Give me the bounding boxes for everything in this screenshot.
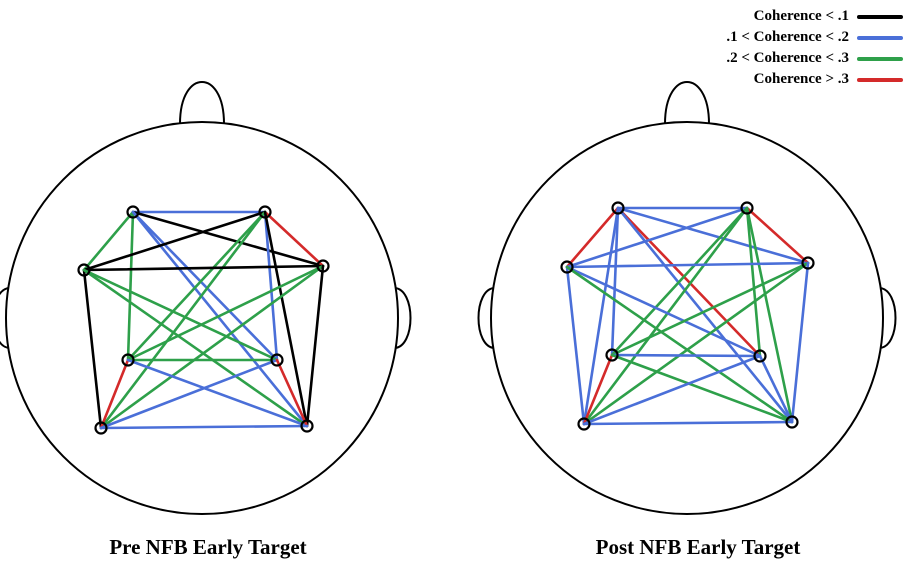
coherence-line: [610, 353, 762, 358]
nose-shape: [179, 80, 225, 125]
coherence-line: [745, 206, 762, 358]
coherence-line: [131, 210, 325, 268]
coherence-line: [131, 210, 279, 362]
electrode-node: [560, 260, 574, 274]
electrode-node: [753, 349, 767, 363]
coherence-line: [565, 206, 620, 269]
coherence-line: [790, 261, 810, 424]
coherence-line: [582, 420, 794, 426]
electrode-node: [270, 353, 284, 367]
electrode-node: [740, 201, 754, 215]
legend-swatch: [857, 14, 903, 19]
coherence-line: [99, 424, 309, 430]
coherence-line: [610, 206, 749, 357]
head-pre: [0, 80, 412, 515]
coherence-line: [126, 210, 267, 362]
legend: Coherence < .1 .1 < Coherence < .2 .2 < …: [726, 6, 903, 90]
coherence-line: [126, 264, 325, 362]
electrode-node: [316, 259, 330, 273]
coherence-line: [582, 354, 762, 426]
electrode-node: [577, 417, 591, 431]
electrode-node: [785, 415, 799, 429]
legend-item-blue: .1 < Coherence < .2: [726, 27, 903, 48]
legend-swatch: [857, 35, 903, 40]
coherence-line: [582, 206, 749, 426]
legend-label: Coherence < .1: [753, 8, 849, 24]
coherence-line: [82, 268, 103, 430]
coherence-line: [99, 358, 130, 430]
coherence-line: [616, 206, 762, 358]
coherence-line: [126, 210, 135, 362]
electrode-node: [801, 256, 815, 270]
legend-swatch: [857, 77, 903, 82]
electrode-node: [611, 201, 625, 215]
legend-label: .2 < Coherence < .3: [726, 50, 849, 66]
coherence-line: [616, 206, 794, 424]
coherence-line: [565, 206, 749, 269]
coherence-line: [131, 210, 309, 428]
coherence-line: [745, 206, 810, 265]
coherence-line: [610, 353, 794, 424]
coherence-line: [565, 265, 794, 424]
coherence-line: [263, 210, 309, 428]
legend-item-black: Coherence < .1: [754, 6, 903, 27]
coherence-line: [616, 206, 810, 265]
coherence-line: [758, 354, 794, 424]
head-post: [477, 80, 897, 515]
coherence-line: [82, 210, 135, 272]
legend-label: Coherence > .3: [753, 71, 849, 87]
coherence-line: [82, 264, 325, 272]
coherence-line: [275, 358, 309, 428]
electrode-node: [77, 263, 91, 277]
electrode-node: [94, 421, 108, 435]
coherence-line: [610, 261, 810, 357]
legend-item-red: Coherence > .3: [754, 69, 903, 90]
legend-swatch: [857, 56, 903, 61]
coherence-line: [565, 265, 586, 426]
coherence-line: [263, 210, 325, 268]
coherence-line: [82, 268, 309, 428]
head-outline: [5, 121, 399, 515]
coherence-line: [610, 206, 620, 357]
legend-item-green: .2 < Coherence < .3: [726, 48, 903, 69]
coherence-line: [99, 210, 267, 430]
electrode-node: [121, 353, 135, 367]
coherence-line: [99, 358, 279, 430]
coherence-line: [582, 353, 614, 426]
electrode-node: [605, 348, 619, 362]
electrode-node: [126, 205, 140, 219]
coherence-line: [126, 358, 309, 428]
caption-pre: Pre NFB Early Target: [109, 535, 307, 559]
coherence-line: [305, 264, 325, 428]
electrode-node: [258, 205, 272, 219]
caption-post: Post NFB Early Target: [595, 535, 801, 559]
electrode-node: [300, 419, 314, 433]
head-outline: [490, 121, 884, 515]
nose-shape: [664, 80, 710, 125]
coherence-line: [745, 206, 794, 424]
coherence-line: [99, 264, 325, 430]
legend-label: .1 < Coherence < .2: [726, 29, 849, 45]
coherence-line: [82, 268, 279, 362]
coherence-line: [565, 261, 810, 269]
coherence-line: [263, 210, 279, 362]
coherence-line: [82, 210, 267, 272]
coherence-line: [582, 206, 620, 426]
coherence-line: [565, 265, 762, 358]
coherence-line: [582, 261, 810, 426]
